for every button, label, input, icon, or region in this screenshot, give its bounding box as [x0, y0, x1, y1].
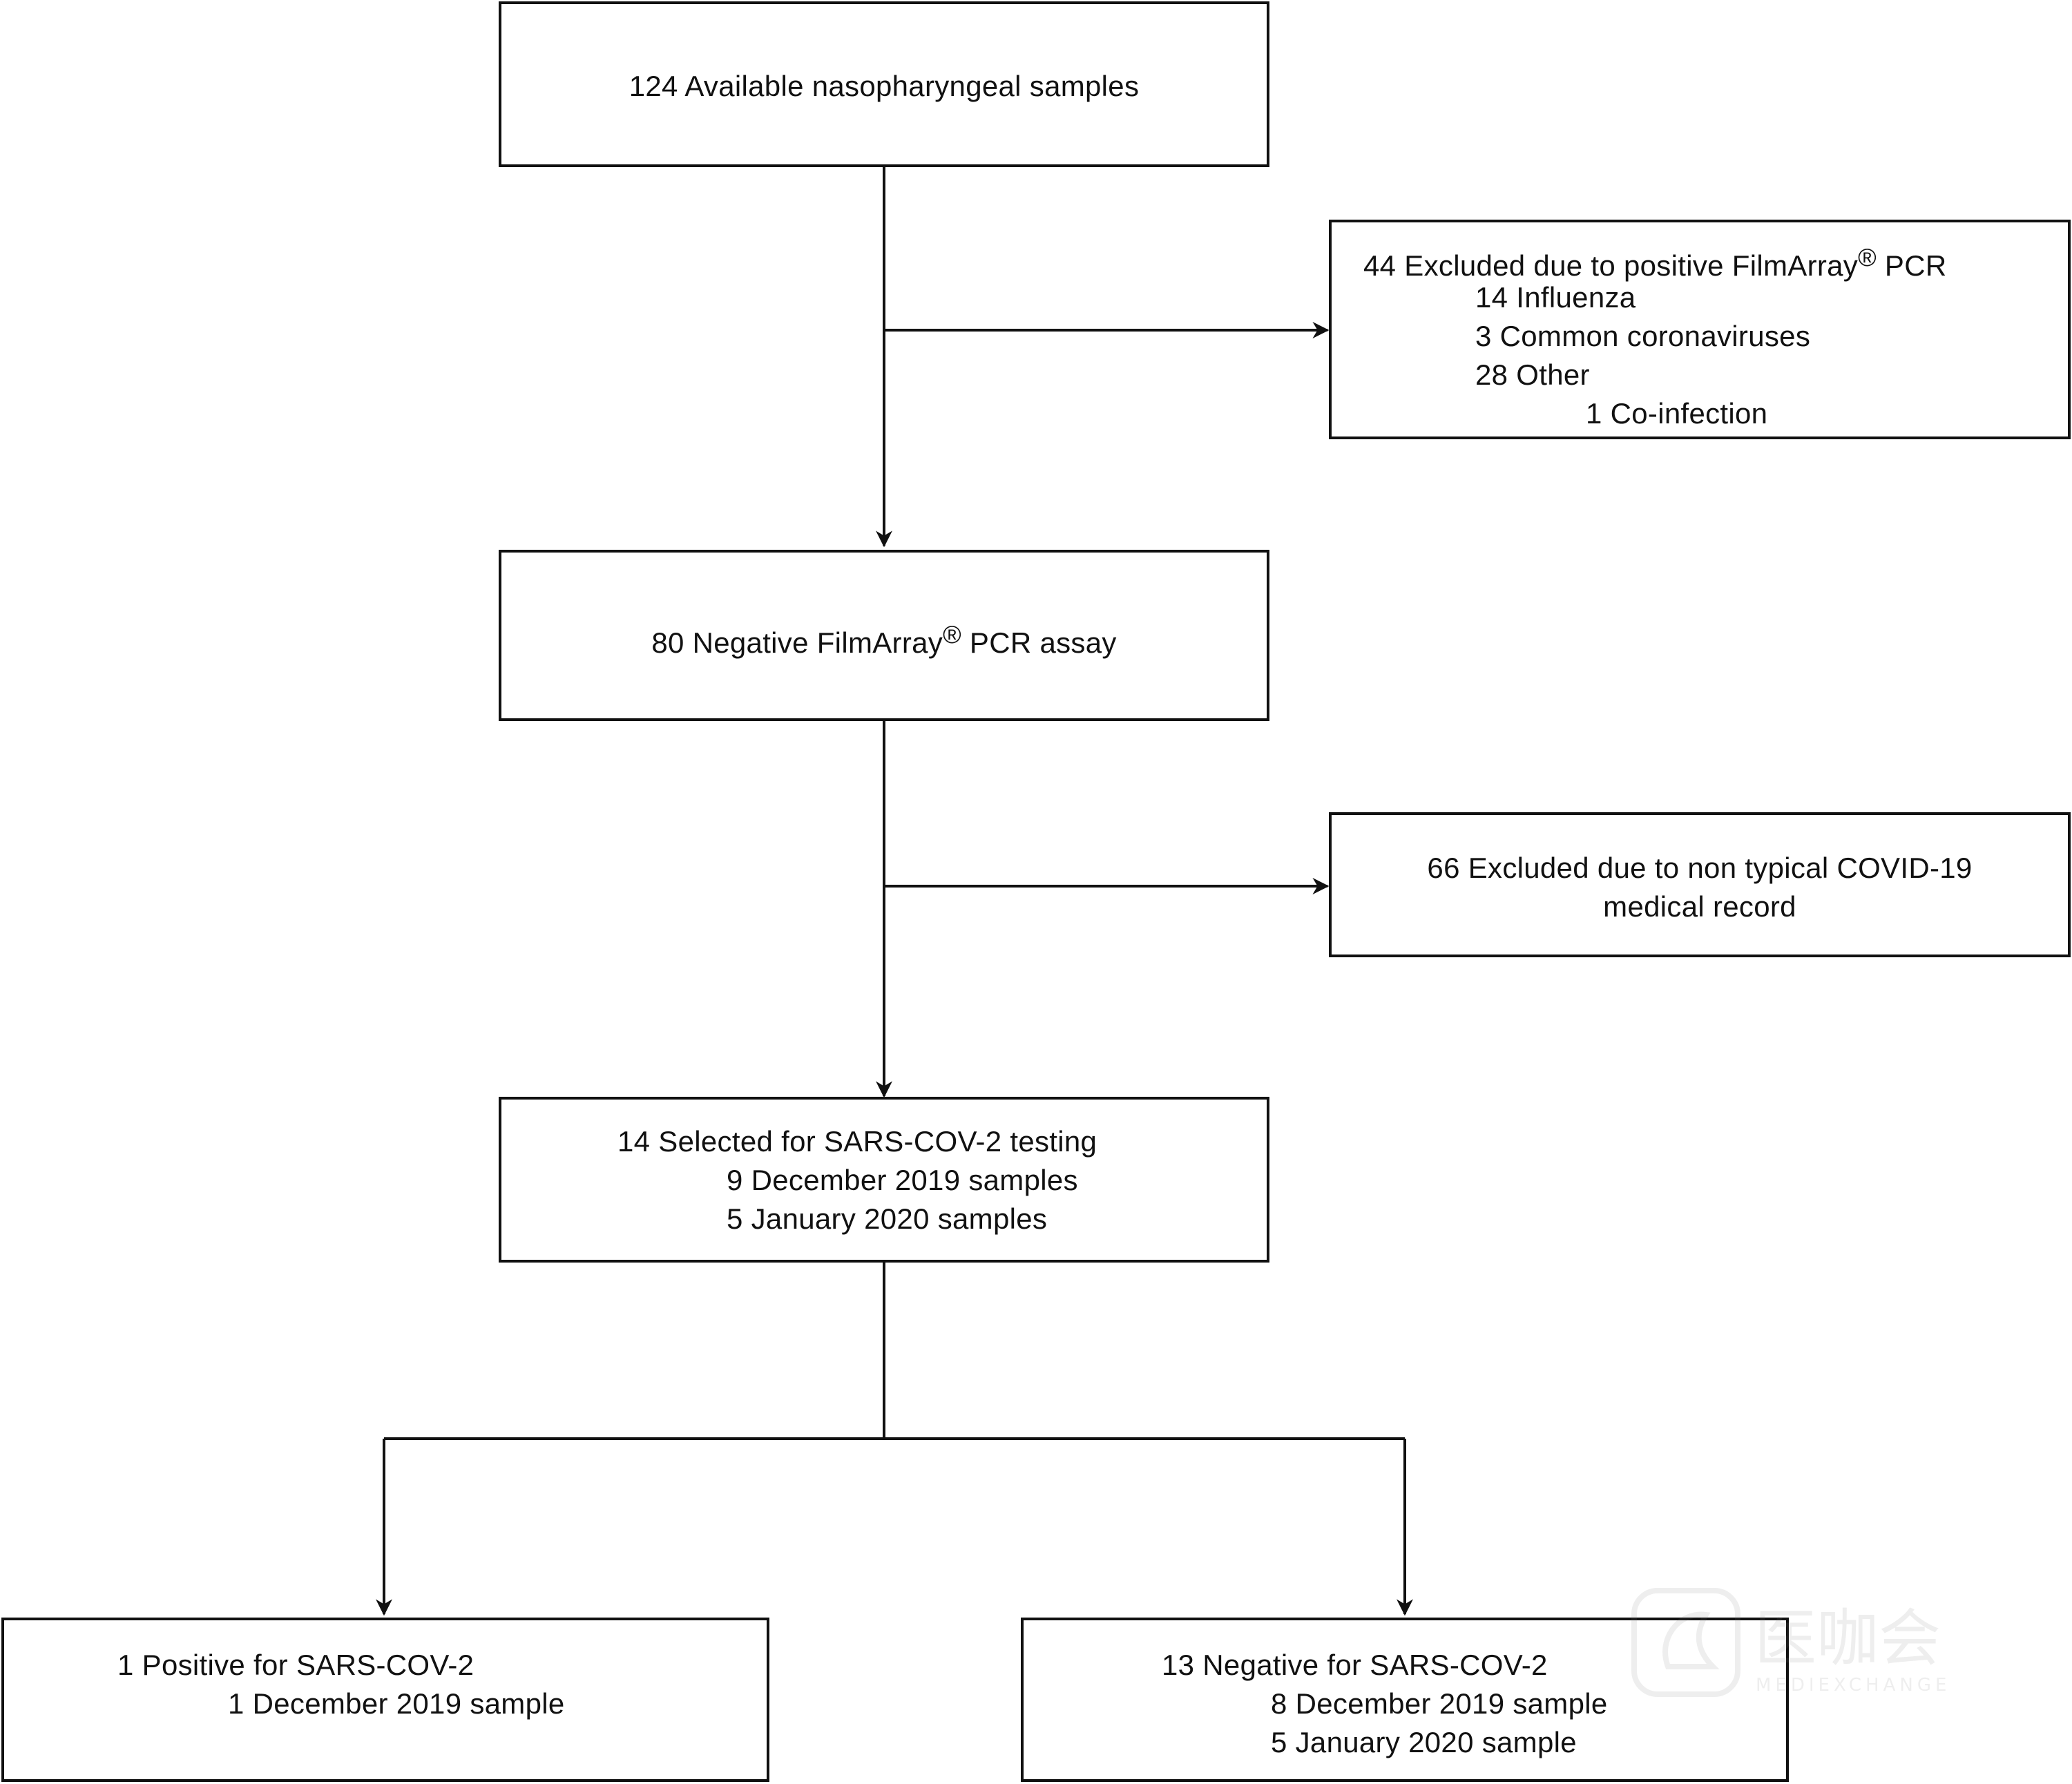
available-samples-text: 124 Available nasopharyngeal samples — [629, 70, 1140, 102]
negative-filmarray-text: 80 Negative FilmArray® PCR assay — [501, 617, 1267, 660]
positive-december: 1 December 2019 sample — [228, 1687, 565, 1720]
negative-filmarray-prefix: 80 Negative FilmArray — [651, 626, 943, 659]
selected-title: 14 Selected for SARS-COV-2 testing — [617, 1125, 1097, 1158]
box-negative-filmarray: 80 Negative FilmArray® PCR assay — [499, 550, 1269, 721]
excluded-common-coronaviruses: 3 Common coronaviruses — [1475, 320, 1811, 352]
excluded-positive-title: 44 Excluded due to positive FilmArray® P… — [1363, 240, 1947, 283]
box-selected-for-testing: 14 Selected for SARS-COV-2 testing 9 Dec… — [499, 1097, 1269, 1263]
selected-december: 9 December 2019 samples — [727, 1164, 1078, 1196]
negative-result-title: 13 Negative for SARS-COV-2 — [1162, 1649, 1548, 1681]
watermark-subtext: MEDIEXCHANGE — [1756, 1675, 1950, 1696]
registered-mark: ® — [943, 620, 961, 649]
excluded-atypical-line-1: 66 Excluded due to non typical COVID-19 — [1427, 852, 1973, 884]
box-excluded-atypical: 66 Excluded due to non typical COVID-19 … — [1329, 812, 2071, 957]
negative-filmarray-suffix: PCR assay — [969, 626, 1117, 659]
registered-mark: ® — [1858, 243, 1877, 271]
positive-title: 1 Positive for SARS-COV-2 — [117, 1649, 474, 1681]
box-available-samples: 124 Available nasopharyngeal samples — [499, 1, 1269, 167]
negative-result-january: 5 January 2020 sample — [1271, 1726, 1577, 1758]
excluded-other: 28 Other — [1475, 358, 1590, 391]
selected-january: 5 January 2020 samples — [727, 1202, 1048, 1235]
box-positive-result: 1 Positive for SARS-COV-2 1 December 201… — [1, 1618, 769, 1782]
excluded-influenza: 14 Influenza — [1475, 281, 1636, 314]
watermark-logo: 医咖会 MEDIEXCHANGE — [1630, 1584, 2017, 1701]
box-excluded-positive: 44 Excluded due to positive FilmArray® P… — [1329, 220, 2071, 439]
excluded-positive-title-suffix: PCR — [1884, 249, 1947, 282]
watermark-emblem-icon: 医咖会 MEDIEXCHANGE — [1631, 1588, 1950, 1697]
negative-result-december: 8 December 2019 sample — [1271, 1687, 1608, 1720]
excluded-co-infection: 1 Co-infection — [1586, 397, 1768, 430]
excluded-positive-title-main: 44 Excluded due to positive FilmArray — [1363, 249, 1859, 282]
watermark-text: 医咖会 — [1754, 1602, 1941, 1675]
excluded-atypical-line-2: medical record — [1603, 890, 1796, 923]
box-negative-result: 13 Negative for SARS-COV-2 8 December 20… — [1021, 1618, 1789, 1782]
